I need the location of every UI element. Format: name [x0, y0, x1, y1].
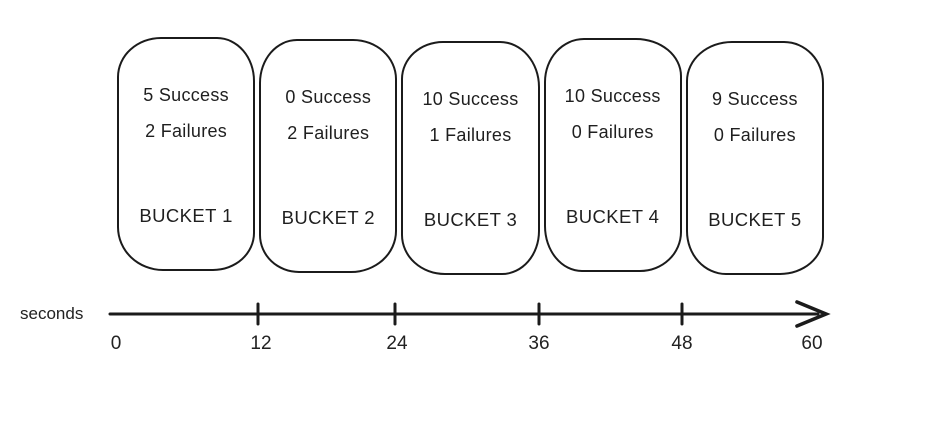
bucket-5-failure-count: 0 Failures — [713, 125, 796, 145]
bucket-5-label: BUCKET 5 — [708, 209, 802, 230]
bucket-2-stats: 0 Success 2 Failures — [261, 41, 395, 151]
bucket-1-success-count: 5 Success — [143, 85, 229, 105]
tick-label-24: 24 — [386, 333, 408, 354]
bucket-1: 5 Success 2 Failures BUCKET 1 — [117, 37, 256, 271]
bucket-4: 10 Success 0 Failures BUCKET 4 — [543, 38, 682, 272]
axis-label-seconds: seconds — [20, 304, 84, 323]
tick-label-60: 60 — [801, 333, 823, 354]
tick-label-0: 0 — [110, 333, 122, 354]
tick-label-48: 48 — [671, 333, 693, 354]
bucket-3-label: BUCKET 3 — [423, 209, 518, 230]
bucket-5-success-count: 9 Success — [712, 89, 798, 109]
bucket-4-success-count: 10 Success — [564, 86, 661, 106]
bucket-3-stats: 10 Success 1 Failures — [403, 43, 537, 153]
tick-label-12: 12 — [250, 333, 272, 354]
bucket-4-stats: 10 Success 0 Failures — [546, 40, 680, 150]
bucket-3-failure-count: 1 Failures — [429, 125, 512, 145]
bucket-4-label: BUCKET 4 — [566, 206, 660, 227]
bucket-1-label: BUCKET 1 — [139, 205, 233, 226]
buckets-row: 5 Success 2 Failures BUCKET 1 0 Success … — [117, 37, 825, 275]
bucket-2-label: BUCKET 2 — [281, 207, 375, 228]
bucket-5: 9 Success 0 Failures BUCKET 5 — [685, 41, 825, 275]
bucket-3: 10 Success 1 Failures BUCKET 3 — [401, 41, 540, 275]
bucket-3-success-count: 10 Success — [422, 89, 519, 109]
bucket-1-stats: 5 Success 2 Failures — [119, 39, 253, 149]
arrow-right-icon — [795, 300, 831, 328]
bucket-5-stats: 9 Success 0 Failures — [688, 43, 822, 153]
tick-label-36: 36 — [528, 333, 550, 354]
bucket-2-success-count: 0 Success — [285, 87, 372, 107]
bucket-4-failure-count: 0 Failures — [571, 122, 654, 142]
bucket-2: 0 Success 2 Failures BUCKET 2 — [259, 39, 398, 273]
bucket-2-failure-count: 2 Failures — [287, 123, 370, 143]
bucket-1-failure-count: 2 Failures — [145, 121, 228, 141]
